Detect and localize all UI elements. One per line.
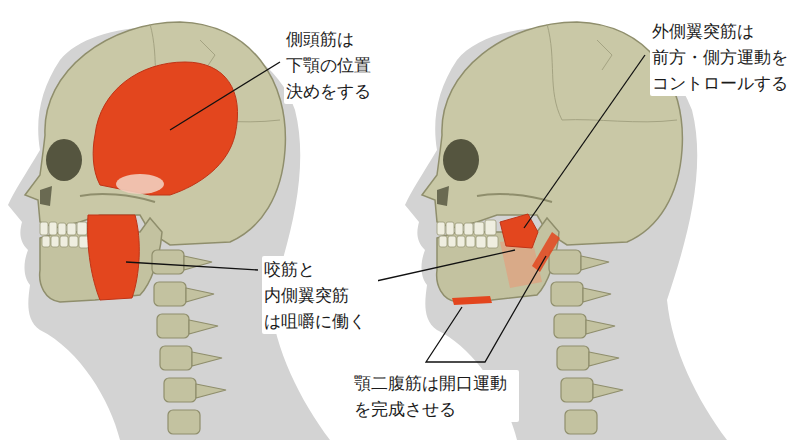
- callout-label: 顎二腹筋は開口運動 を完成させる: [352, 370, 519, 422]
- callout-label: 側頭筋は 下顎の位置 決めをする: [284, 26, 383, 104]
- lateral-pterygoid-muscle: [500, 214, 538, 248]
- callout-label: 外側翼突筋は 前方・側方運動を コントロールする: [650, 18, 800, 96]
- leader-line: [524, 55, 645, 228]
- masseter-muscle: [88, 215, 140, 300]
- leader-lines: [126, 55, 645, 362]
- digastric-anterior-belly: [452, 296, 492, 305]
- bracket-leader: [426, 256, 546, 362]
- left-skull: [8, 22, 330, 440]
- temporalis-tendon: [116, 174, 164, 194]
- digastric-posterior-belly: [532, 232, 560, 272]
- leader-line: [354, 250, 515, 286]
- leader-line: [170, 62, 280, 130]
- temporalis-muscle: [93, 62, 237, 195]
- leader-line: [126, 262, 258, 270]
- callout-label: 咬筋と 内側翼突筋 は咀嚼に働く: [262, 256, 378, 334]
